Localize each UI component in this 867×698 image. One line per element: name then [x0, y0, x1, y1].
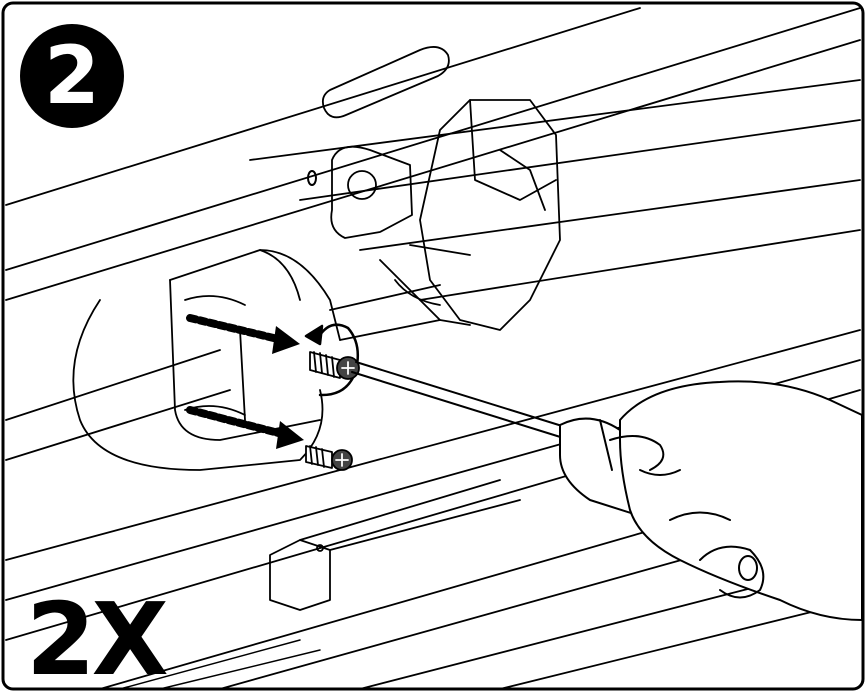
screw-icon — [309, 351, 360, 380]
counterclockwise-arrow-icon — [304, 323, 359, 397]
step-number-badge: 2 — [20, 24, 124, 128]
clamp-mechanism — [330, 99, 561, 331]
hand — [609, 380, 863, 621]
bracket-block — [72, 249, 341, 471]
rail-slot — [321, 46, 450, 119]
lower-rails — [119, 639, 321, 690]
base-rail — [269, 479, 521, 611]
screw-icon — [305, 445, 353, 471]
rail-hole — [307, 170, 317, 186]
rod — [5, 284, 441, 461]
dashed-arrow-icon — [186, 314, 300, 354]
quantity-label: 2X — [26, 581, 169, 698]
dashed-arrow-icon — [186, 406, 304, 449]
